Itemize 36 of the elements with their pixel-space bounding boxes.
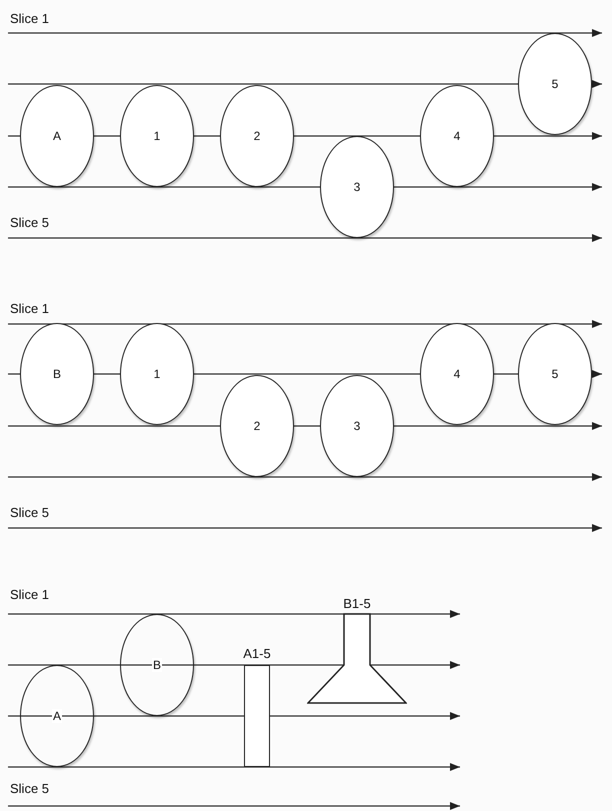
node-label: 4 bbox=[454, 367, 460, 381]
ellipse-node bbox=[20, 323, 94, 425]
node-label: 5 bbox=[552, 77, 558, 91]
slice-label: Slice 5 bbox=[10, 505, 50, 520]
ellipse-node bbox=[518, 33, 592, 135]
node-label: 2 bbox=[254, 129, 260, 143]
slice-label: Slice 5 bbox=[10, 781, 50, 796]
ellipse-node bbox=[120, 85, 194, 187]
node-label: A bbox=[52, 129, 61, 143]
ellipse-node bbox=[20, 665, 94, 767]
slice-label: Slice 1 bbox=[10, 587, 50, 602]
node-label: 3 bbox=[354, 419, 360, 433]
node-label: 2 bbox=[254, 419, 260, 433]
node-label: 1 bbox=[154, 129, 160, 143]
node-label: 4 bbox=[454, 129, 460, 143]
node-label: B bbox=[152, 658, 162, 672]
node-label: A1-5 bbox=[242, 647, 272, 661]
node-label: A bbox=[52, 709, 62, 723]
ellipse-node bbox=[320, 375, 394, 477]
slice-label: Slice 1 bbox=[10, 11, 50, 26]
ellipse-node bbox=[420, 323, 494, 425]
slice-label: Slice 1 bbox=[10, 301, 50, 316]
ellipse-node bbox=[120, 614, 194, 716]
ellipse-node bbox=[320, 136, 394, 238]
node-label: B1-5 bbox=[342, 597, 372, 611]
node-label: 1 bbox=[154, 367, 160, 381]
ellipse-node bbox=[420, 85, 494, 187]
ellipse-node bbox=[120, 323, 194, 425]
ellipse-node bbox=[220, 375, 294, 477]
ellipse-node bbox=[518, 323, 592, 425]
slice-label: Slice 5 bbox=[10, 215, 50, 230]
node-label: 3 bbox=[354, 180, 360, 194]
node-label: 5 bbox=[552, 367, 558, 381]
ellipse-node bbox=[220, 85, 294, 187]
node-label: B bbox=[52, 367, 61, 381]
ellipse-node bbox=[20, 85, 94, 187]
